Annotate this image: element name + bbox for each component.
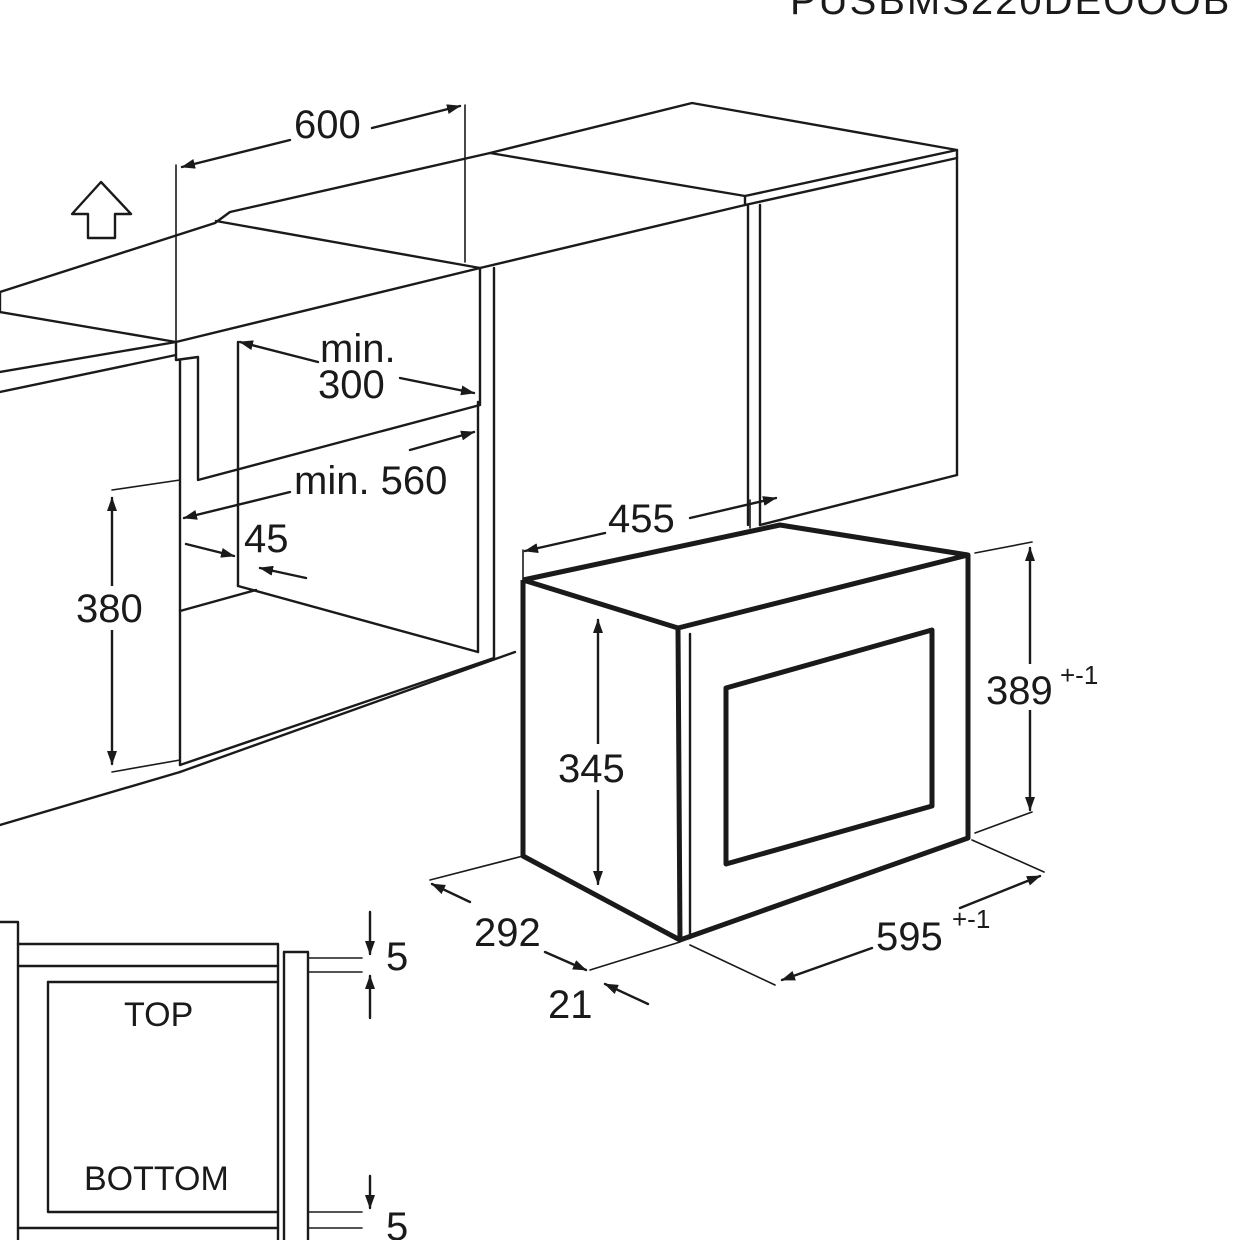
dimension-min-300: min. 300 <box>238 327 476 407</box>
label-gap-bottom: 5 <box>386 1205 408 1240</box>
dimension-min-560: min. 560 <box>182 430 476 520</box>
label-292: 292 <box>474 911 541 955</box>
dimension-292: 292 <box>429 855 681 972</box>
dimension-gap-top: 5 <box>365 910 408 1020</box>
label-345: 345 <box>558 747 625 791</box>
label-380: 380 <box>76 587 143 631</box>
label-45: 45 <box>244 517 289 561</box>
label-top: TOP <box>124 996 193 1034</box>
section-view <box>0 920 363 1240</box>
label-389-tolerance: +-1 <box>1060 660 1098 690</box>
dimension-345: 345 <box>556 618 638 886</box>
up-arrow-icon <box>70 180 133 240</box>
label-595-tolerance: +-1 <box>952 904 990 934</box>
label-bottom: BOTTOM <box>84 1160 229 1198</box>
dimension-595: 595 +-1 <box>689 839 1045 986</box>
label-595: 595 <box>876 915 943 959</box>
dimension-380: 380 <box>70 496 152 766</box>
dimension-gap-bottom: 5 <box>365 1174 408 1240</box>
label-min-300-a: min. <box>320 327 396 371</box>
dimension-600: 600 <box>175 103 466 343</box>
label-min-300-b: 300 <box>318 363 385 407</box>
dimension-455: 455 <box>522 496 778 581</box>
label-455: 455 <box>608 497 675 541</box>
label-gap-top: 5 <box>386 935 408 979</box>
dimension-389: 389 +-1 <box>974 541 1102 834</box>
cabinet-outline <box>0 101 959 827</box>
appliance-body <box>520 522 971 943</box>
dimension-45: 45 <box>184 517 308 580</box>
label-389: 389 <box>986 669 1053 713</box>
label-600: 600 <box>294 103 361 147</box>
model-code: PUSBMS220DEOOOB <box>790 0 1231 23</box>
label-min-560: min. 560 <box>294 459 447 503</box>
label-21: 21 <box>548 983 593 1027</box>
dimension-21: 21 <box>548 982 650 1027</box>
